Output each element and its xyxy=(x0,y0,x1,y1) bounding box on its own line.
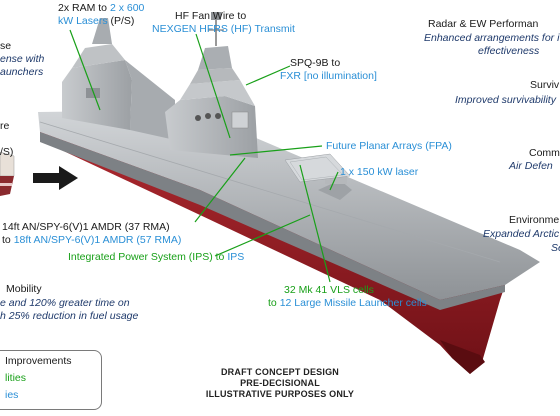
spy-callout: 14ft AN/SPY-6(V)1 AMDR (37 RMA) xyxy=(2,221,170,233)
hf-callout-line2: NEXGEN HFRS (HF) Transmit xyxy=(152,23,295,35)
draft-notice-line1: DRAFT CONCEPT DESIGN xyxy=(220,367,339,377)
legend-item-capabilities: lities xyxy=(5,372,27,384)
legend-item-technologies: ies xyxy=(5,389,19,401)
survivability-title: Surviv xyxy=(530,79,560,91)
left-callout-fragment: re xyxy=(0,120,10,132)
laser-callout: 1 x 150 kW laser xyxy=(340,166,419,178)
mobility-line: h 25% reduction in fuel usage xyxy=(0,310,139,322)
left-callout-fragment: /S) xyxy=(0,146,14,158)
left-callout-title: se xyxy=(0,40,12,52)
hull xyxy=(38,110,540,310)
radar-ew-line: effectiveness xyxy=(478,45,540,57)
environment-line: Se xyxy=(551,242,560,254)
callout-leaders xyxy=(69,29,339,283)
radar-ew-line: Enhanced arrangements for i xyxy=(424,32,560,44)
forward-deckhouse xyxy=(165,12,258,158)
spq-callout: SPQ-9B to xyxy=(290,57,341,69)
spq-callout-line2: FXR [no illumination] xyxy=(280,70,377,82)
environment-title: Environme xyxy=(509,214,560,226)
legend-box: Improvements lities ies xyxy=(0,350,102,410)
comparison-ship-icon xyxy=(0,151,15,196)
fpa-callout: Future Planar Arrays (FPA) xyxy=(326,140,452,152)
vls-deck xyxy=(284,153,351,183)
survivability-line: Improved survivability xyxy=(455,94,556,106)
left-callout-line: aunchers xyxy=(0,66,44,78)
vls-callout-line2: to 12 Large Missile Launcher cells xyxy=(268,297,427,309)
mobility-title: Mobility xyxy=(6,283,42,295)
comm-title: Comm xyxy=(529,147,560,159)
spy-callout-line2: to 18ft AN/SPY-6(V)1 AMDR (57 RMA) xyxy=(2,234,182,246)
transition-arrow-icon xyxy=(33,166,78,190)
ips-callout: Integrated Power System (IPS) to IPS xyxy=(68,251,245,263)
comm-line: Air Defen xyxy=(509,160,553,172)
draft-notice-line3: ILLUSTRATIVE PURPOSES ONLY xyxy=(205,389,355,399)
legend-item-improvements: Improvements xyxy=(5,355,72,367)
vls-callout: 32 Mk 41 VLS cells xyxy=(284,284,374,296)
environment-line: Expanded Arctic xyxy=(483,228,560,240)
hf-callout: HF Fan Wire to xyxy=(175,10,247,22)
ram-callout: 2x RAM to 2 x 600 xyxy=(58,2,145,14)
draft-notice-line2: PRE-DECISIONAL xyxy=(240,378,320,388)
left-callout-line: ense with xyxy=(0,53,45,65)
ram-callout-line2: kW Lasers (P/S) xyxy=(58,15,135,27)
mid-superstructure xyxy=(125,60,175,140)
mobility-line: e and 120% greater time on xyxy=(0,297,130,309)
radar-ew-title: Radar & EW Performan xyxy=(428,18,539,30)
aft-superstructure xyxy=(62,18,132,130)
